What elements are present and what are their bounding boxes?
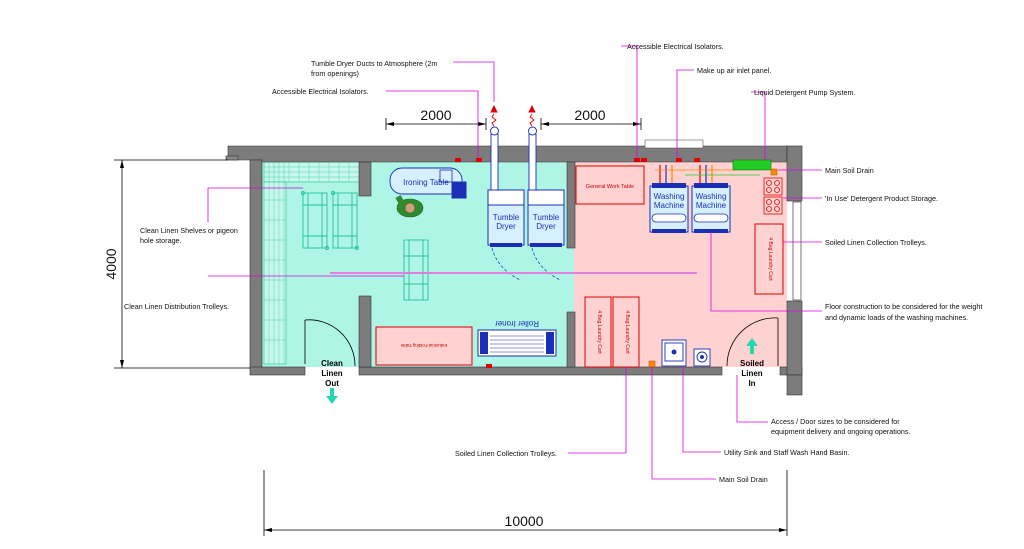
washing-machine-2: Washing Machine (691, 183, 731, 233)
liquid-detergent-pump (732, 159, 772, 171)
clean-linen-shelving (263, 161, 363, 365)
callout-floor-construction-2: and dynamic loads of the washing machine… (825, 313, 968, 322)
soiled-door-label-1: Soiled (740, 359, 764, 368)
ironing-table: Ironing Table (389, 167, 467, 199)
tumble-dryer-1: Tumble Dryer (487, 189, 525, 281)
tumble-dryer-2-label-1: Tumble (533, 213, 560, 222)
main-soil-drain-bottom (648, 360, 656, 368)
callout-clean-shelves-1: Clean Linen Shelves or pigeon (140, 226, 238, 235)
soiled-door-label-2: Linen (741, 369, 762, 378)
operator-figure (395, 195, 424, 218)
laundry-cart-mid-2-label: 4 Bag Laundry Cart (624, 310, 630, 354)
laundry-cart-mid-1-label: 4 Bag Laundry Cart (596, 310, 602, 354)
washing-machine-2-label-2: Machine (696, 201, 727, 210)
clean-linen-distribution-trolley (403, 239, 429, 301)
callout-clean-distribution: Clean Linen Distribution Trolleys. (124, 302, 229, 311)
dimension-top-left-value: 2000 (420, 107, 451, 123)
laundry-cart-right-label: 4 Bag Laundry Cart (767, 237, 773, 281)
callout-floor-construction-1: Floor construction to be considered for … (825, 302, 982, 311)
leader-lines (207, 45, 822, 480)
callout-isolators-left: Accessible Electrical Isolators. (272, 87, 369, 96)
dimension-bottom-value: 10000 (505, 513, 544, 529)
laundry-cart-mid-2: 4 Bag Laundry Cart (612, 296, 640, 368)
clean-door-label-1: Clean (321, 359, 343, 368)
dimension-top-right-value: 2000 (574, 107, 605, 123)
callout-tumble-ducts-1: Tumble Dryer Ducts to Atmosphere (2m (311, 59, 437, 68)
callout-in-use-detergent: 'In Use' Detergent Product Storage. (825, 194, 938, 203)
callout-access-door-2: equipment delivery and ongoing operation… (771, 427, 910, 436)
callout-clean-shelves-2: hole storage. (140, 236, 182, 245)
callout-access-door-1: Access / Door sizes to be considered for (771, 417, 900, 426)
callout-utility-sink: Utility Sink and Staff Wash Hand Basin. (724, 448, 849, 457)
clean-door (304, 319, 356, 367)
washing-machine-1: Washing Machine (649, 183, 689, 233)
window-right (792, 201, 802, 301)
callout-main-soil-drain-right: Main Soil Drain (825, 166, 874, 175)
roller-ironer-label: Roller Ironer (495, 319, 539, 328)
utility-sink (661, 339, 687, 367)
detergent-storage (763, 177, 783, 215)
washing-machine-2-label-1: Washing (696, 192, 727, 201)
callout-liquid-detergent: Liquid Detergent Pump System. (754, 88, 855, 97)
dimension-bottom: 10000 (263, 470, 788, 536)
folding-table-label: Industrial Folding Table (400, 343, 447, 348)
callout-make-up-air: Make up air inlet panel. (697, 66, 771, 75)
dimension-left-value: 4000 (103, 248, 119, 279)
laundry-cart-right: 4 Bag Laundry Cart (754, 223, 784, 295)
general-work-table-label: General Work Table (586, 184, 634, 190)
tumble-dryer-2: Tumble Dryer (527, 189, 565, 281)
ironing-table-label: Ironing Table (403, 178, 449, 187)
soiled-door (726, 317, 779, 367)
callout-soiled-trolleys-right: Soiled Linen Collection Trolleys. (825, 238, 927, 247)
dimension-top-left: 2000 (385, 107, 487, 130)
tumble-dryer-2-label-2: Dryer (536, 222, 556, 231)
clean-door-label-2: Linen (321, 369, 342, 378)
dryer-ducts (490, 126, 537, 191)
duct-exhaust-arrows (490, 104, 536, 127)
callout-main-soil-drain-bottom: Main Soil Drain (719, 475, 768, 484)
roller-ironer: Roller Ironer (477, 319, 557, 357)
dimension-top-right: 2000 (540, 107, 642, 130)
washing-machine-1-label-1: Washing (654, 192, 685, 201)
dimension-left: 4000 (103, 159, 250, 369)
walls (225, 139, 803, 396)
clean-door-label-3: Out (325, 379, 339, 388)
soiled-door-label-3: In (748, 379, 755, 388)
tumble-dryer-1-label-2: Dryer (496, 222, 516, 231)
washing-machine-1-label-2: Machine (654, 201, 685, 210)
callout-soiled-trolleys-bottom: Soiled Linen Collection Trolleys. (455, 449, 557, 458)
washer-pipework (655, 165, 760, 183)
laundry-cart-mid-1: 4 Bag Laundry Cart (584, 296, 612, 368)
electrical-isolators (455, 158, 700, 162)
hand-basin (693, 348, 711, 367)
main-soil-drain-right (770, 168, 778, 176)
clean-linen-shelf-trolleys (301, 191, 359, 250)
tumble-dryer-1-label-1: Tumble (493, 213, 520, 222)
general-work-table: General Work Table (575, 165, 645, 205)
industrial-folding-table: Industrial Folding Table (375, 326, 473, 366)
clean-out-arrow (326, 388, 338, 404)
floor-gully-left (486, 364, 492, 368)
callout-tumble-ducts-2: from openings) (311, 69, 359, 78)
callout-isolators-top: Accessible Electrical Isolators. (627, 42, 724, 51)
soiled-in-arrow (746, 338, 758, 354)
